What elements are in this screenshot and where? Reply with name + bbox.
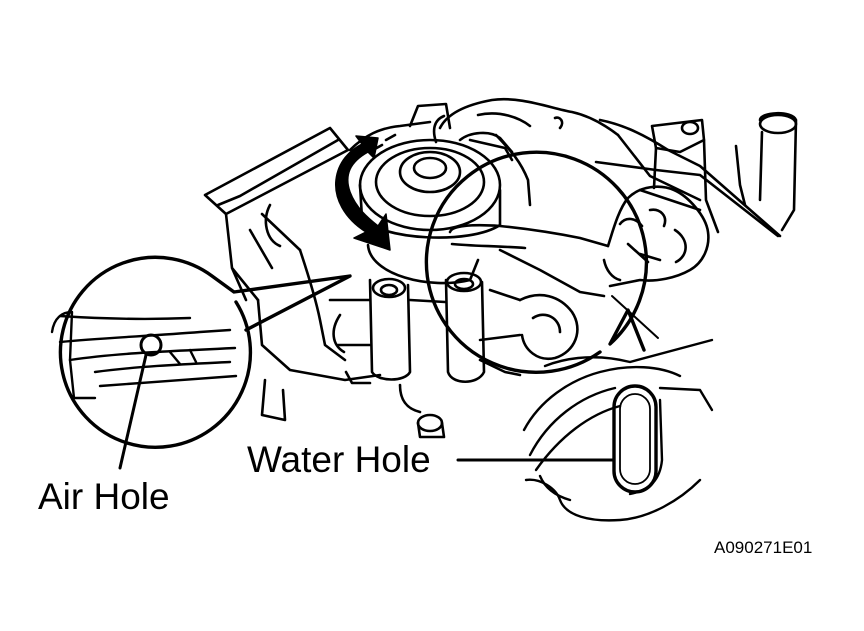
air-hole-detail-circle — [50, 255, 352, 470]
pump-bosses — [328, 243, 486, 384]
air-hole-marker — [139, 333, 163, 357]
air-hole-label: Air Hole — [38, 476, 170, 517]
hands — [432, 97, 782, 288]
air-hole-leader — [118, 353, 148, 470]
figure-code: A090271E01 — [714, 538, 813, 557]
water-hole-slot — [612, 384, 658, 494]
water-hole-label: Water Hole — [247, 439, 431, 480]
pump-body — [203, 111, 798, 439]
rotation-arrow-icon — [335, 135, 391, 251]
water-hole-detail-circle — [424, 150, 714, 522]
